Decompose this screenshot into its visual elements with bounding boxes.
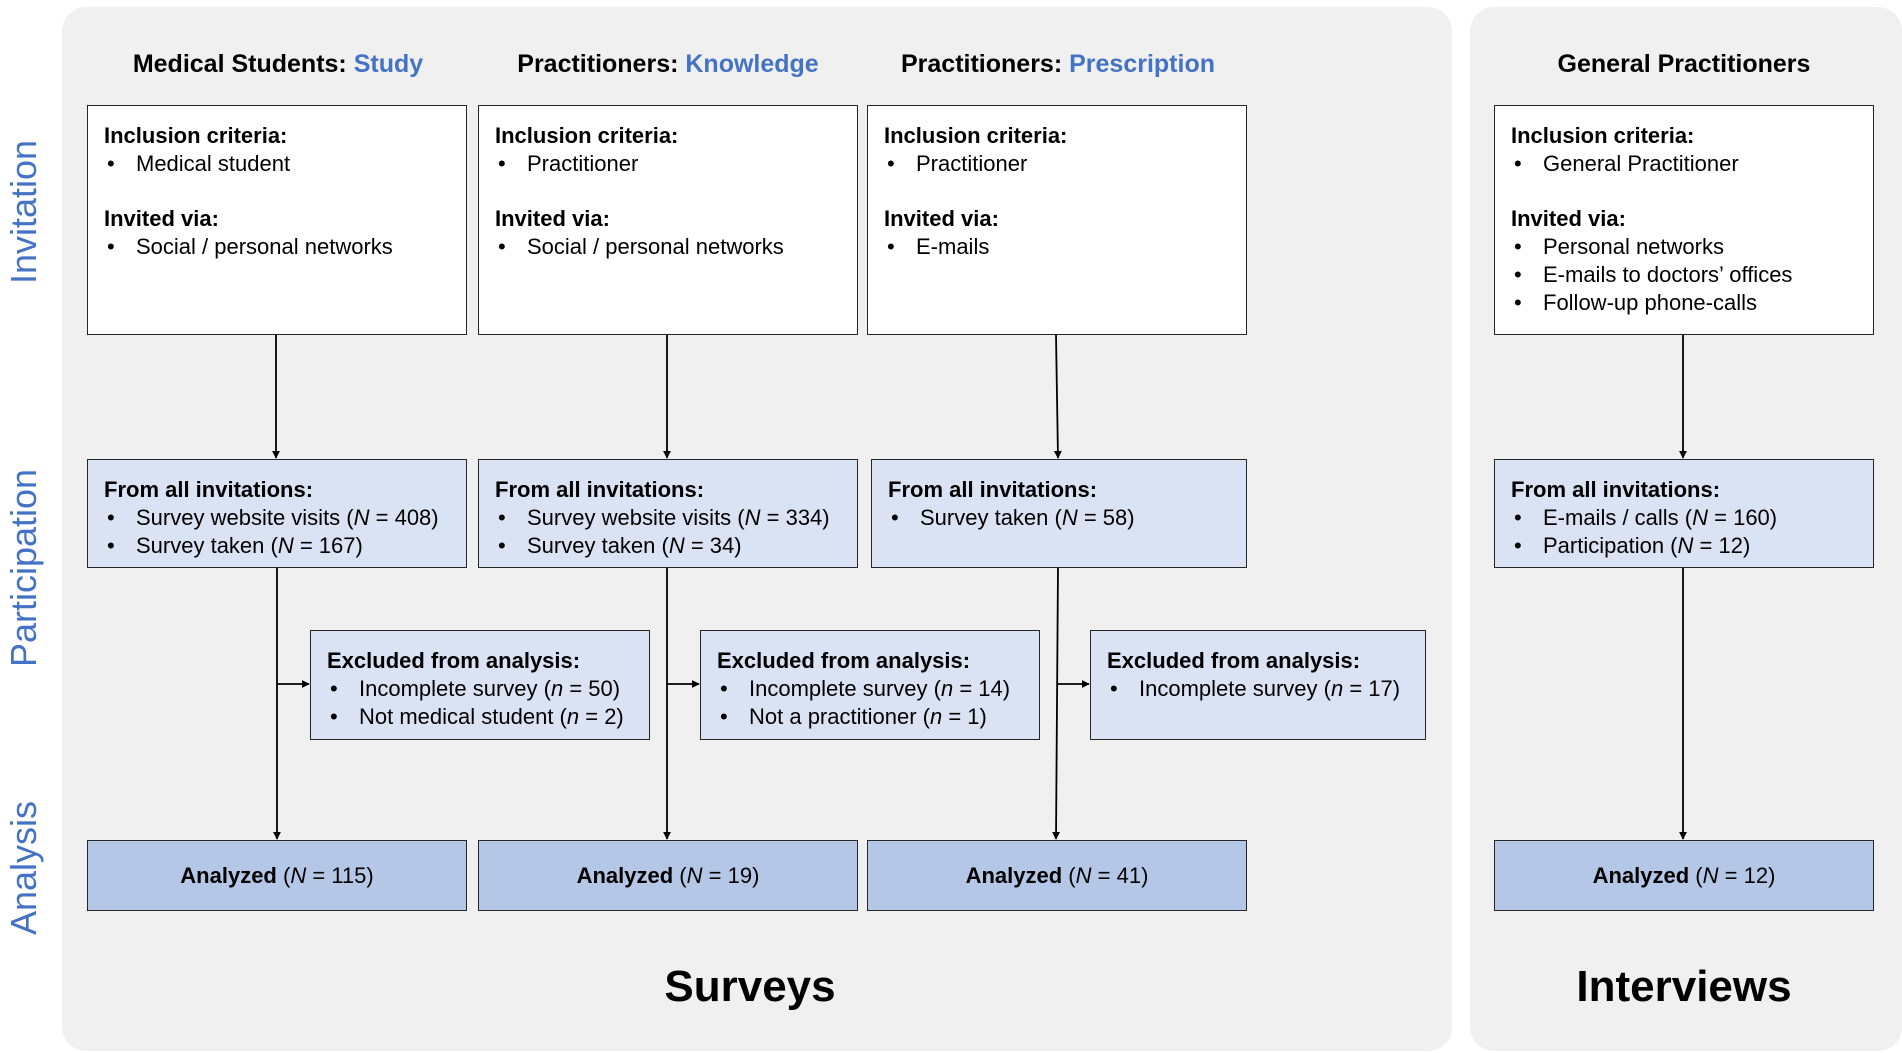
excluded-box-medical-students: Excluded from analysis: Incomplete surve… [310, 630, 650, 740]
analyzed-text: Analyzed (N = 19) [576, 862, 760, 888]
column-title-highlight: Study [353, 50, 424, 78]
column-title-medical-students: Medical Students: Study [88, 44, 468, 84]
participation-header: From all invitations: [104, 477, 314, 502]
column-title-prefix: Practitioners: [517, 50, 686, 78]
invited-via-list: E-mails [884, 233, 1232, 261]
excluded-list: Incomplete survey (n = 50) Not medical s… [327, 675, 635, 731]
participation-list: E-mails / calls (N = 160) Participation … [1511, 504, 1859, 560]
invitation-box-practitioners-knowledge: Inclusion criteria: Practitioner Invited… [478, 105, 858, 335]
list-item: Not a practitioner (n = 1) [717, 703, 1025, 731]
participation-list: Survey website visits (N = 334) Survey t… [495, 504, 843, 560]
participation-box-medical-students: From all invitations: Survey website vis… [87, 459, 467, 568]
excluded-box-practitioners-knowledge: Excluded from analysis: Incomplete surve… [700, 630, 1040, 740]
list-item: E-mails to doctors’ offices [1511, 261, 1859, 289]
invited-via-list: Social / personal networks [495, 233, 843, 261]
list-item: Personal networks [1511, 233, 1859, 261]
list-item: Follow-up phone-calls [1511, 289, 1859, 317]
inclusion-criteria-header: Inclusion criteria: [884, 123, 1068, 148]
invited-via-header: Invited via: [1511, 206, 1626, 231]
list-item: Practitioner [884, 150, 1232, 178]
invited-via-header: Invited via: [104, 206, 219, 231]
participation-list: Survey website visits (N = 408) Survey t… [104, 504, 452, 560]
list-item: Survey website visits (N = 408) [104, 504, 452, 532]
invited-via-list: Personal networks E-mails to doctors’ of… [1511, 233, 1859, 317]
inclusion-criteria-header: Inclusion criteria: [495, 123, 679, 148]
column-title-highlight: Prescription [1069, 50, 1215, 78]
list-item: Social / personal networks [495, 233, 843, 261]
participation-list: Survey taken (N = 58) [888, 504, 1232, 532]
analyzed-box-general-practitioners: Analyzed (N = 12) [1494, 840, 1874, 911]
participation-header: From all invitations: [495, 477, 705, 502]
list-item: Survey website visits (N = 334) [495, 504, 843, 532]
inclusion-criteria-header: Inclusion criteria: [1511, 123, 1695, 148]
analyzed-box-practitioners-knowledge: Analyzed (N = 19) [478, 840, 858, 911]
column-title-prefix: Practitioners: [901, 50, 1070, 78]
invitation-box-general-practitioners: Inclusion criteria: General Practitioner… [1494, 105, 1874, 335]
participation-box-general-practitioners: From all invitations: E-mails / calls (N… [1494, 459, 1874, 568]
list-item: Participation (N = 12) [1511, 532, 1859, 560]
excluded-list: Incomplete survey (n = 17) [1107, 675, 1411, 703]
column-title-prefix: Medical Students: [132, 50, 354, 78]
excluded-header: Excluded from analysis: [327, 648, 581, 673]
excluded-header: Excluded from analysis: [1107, 648, 1361, 673]
list-item: Incomplete survey (n = 50) [327, 675, 635, 703]
analyzed-box-practitioners-prescription: Analyzed (N = 41) [867, 840, 1247, 911]
list-item: General Practitioner [1511, 150, 1859, 178]
excluded-header: Excluded from analysis: [717, 648, 971, 673]
column-title-practitioners-prescription: Practitioners: Prescription [868, 44, 1248, 84]
analyzed-text: Analyzed (N = 41) [965, 862, 1149, 888]
analyzed-text: Analyzed (N = 12) [1592, 862, 1776, 888]
list-item: Survey taken (N = 58) [888, 504, 1232, 532]
column-title-general-practitioners: General Practitioners [1494, 44, 1874, 84]
participation-header: From all invitations: [888, 477, 1098, 502]
participation-box-practitioners-knowledge: From all invitations: Survey website vis… [478, 459, 858, 568]
list-item: Incomplete survey (n = 14) [717, 675, 1025, 703]
list-item: Incomplete survey (n = 17) [1107, 675, 1411, 703]
analyzed-text: Analyzed (N = 115) [180, 862, 374, 888]
invitation-box-medical-students: Inclusion criteria: Medical student Invi… [87, 105, 467, 335]
list-item: Survey taken (N = 34) [495, 532, 843, 560]
inclusion-criteria-list: General Practitioner [1511, 150, 1859, 178]
invited-via-header: Invited via: [495, 206, 610, 231]
analyzed-box-medical-students: Analyzed (N = 115) [87, 840, 467, 911]
list-item: E-mails / calls (N = 160) [1511, 504, 1859, 532]
inclusion-criteria-list: Medical student [104, 150, 452, 178]
column-title-prefix: General Practitioners [1557, 50, 1811, 78]
invited-via-header: Invited via: [884, 206, 999, 231]
invited-via-list: Social / personal networks [104, 233, 452, 261]
list-item: Medical student [104, 150, 452, 178]
inclusion-criteria-list: Practitioner [495, 150, 843, 178]
arrow-invitation-to-participation [1053, 334, 1062, 459]
section-label-interviews: Interviews [1576, 962, 1792, 1011]
column-title-highlight: Knowledge [685, 50, 819, 78]
column-title-practitioners-knowledge: Practitioners: Knowledge [478, 44, 858, 84]
list-item: E-mails [884, 233, 1232, 261]
excluded-list: Incomplete survey (n = 14) Not a practit… [717, 675, 1025, 731]
list-item: Practitioner [495, 150, 843, 178]
participation-header: From all invitations: [1511, 477, 1721, 502]
invitation-box-practitioners-prescription: Inclusion criteria: Practitioner Invited… [867, 105, 1247, 335]
inclusion-criteria-header: Inclusion criteria: [104, 123, 288, 148]
inclusion-criteria-list: Practitioner [884, 150, 1232, 178]
list-item: Not medical student (n = 2) [327, 703, 635, 731]
list-item: Survey taken (N = 167) [104, 532, 452, 560]
excluded-box-practitioners-prescription: Excluded from analysis: Incomplete surve… [1090, 630, 1426, 740]
arrow-participation-to-analyzed [1052, 567, 1061, 840]
participation-box-practitioners-prescription: From all invitations: Survey taken (N = … [871, 459, 1247, 568]
list-item: Social / personal networks [104, 233, 452, 261]
section-label-surveys: Surveys [664, 962, 836, 1011]
